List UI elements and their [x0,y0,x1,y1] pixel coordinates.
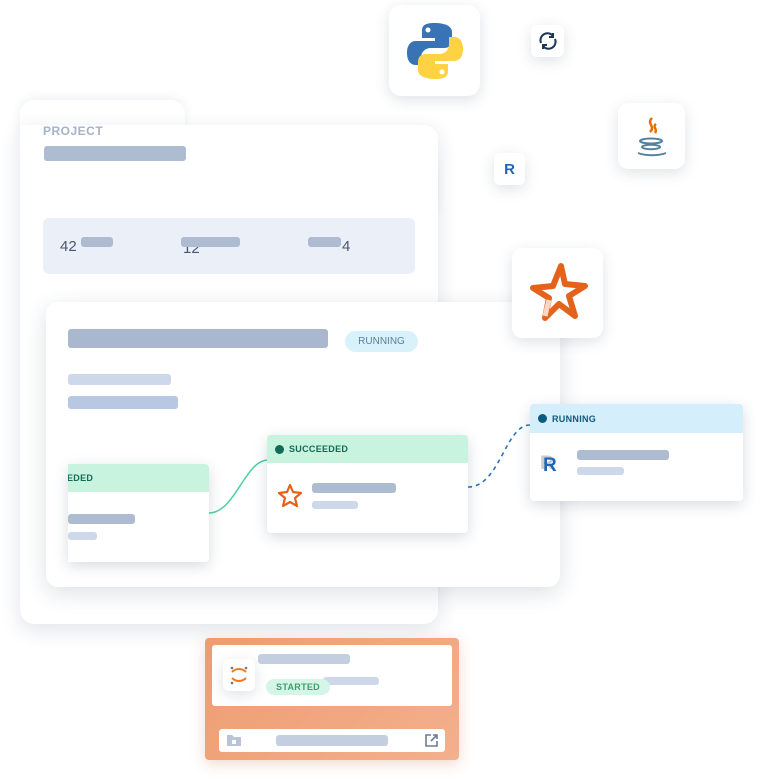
java-tile [618,103,685,169]
r-icon: R [543,455,557,476]
jupyter-tile [223,659,255,691]
node-status: SUCCEEDED [68,473,94,483]
connector-success [208,459,269,514]
sync-tile [531,25,564,57]
stat-value: 42 [60,238,77,255]
external-link-icon[interactable] [425,734,438,747]
node-status: RUNNING [552,413,597,424]
project-name-placeholder [44,146,186,161]
r-icon: R [504,160,515,178]
sync-icon [538,32,557,50]
folder-lock-icon[interactable] [226,733,242,747]
python-tile [389,5,480,96]
spark-star-icon [529,263,588,321]
pipeline-node[interactable]: SUCCEEDED [68,464,209,562]
connector-running [467,424,531,488]
java-icon [637,117,666,157]
pipeline-status-badge: RUNNING [345,331,418,352]
jupyter-icon [230,666,248,685]
pipeline-node[interactable]: SUCCEEDED [267,435,468,533]
python-icon [406,22,463,79]
job-card[interactable]: STARTED [205,638,459,760]
node-status: SUCCEEDED [289,444,349,454]
spark-tile [512,248,603,338]
stat-value: 4 [342,238,351,255]
project-label: PROJECT [43,124,104,138]
stats-box: 42 12 4 [43,218,415,274]
r-tile: R [494,153,525,185]
spark-star-icon [277,483,303,508]
pipeline-node[interactable]: RUNNING R [530,404,743,501]
job-status-badge: STARTED [266,679,330,695]
